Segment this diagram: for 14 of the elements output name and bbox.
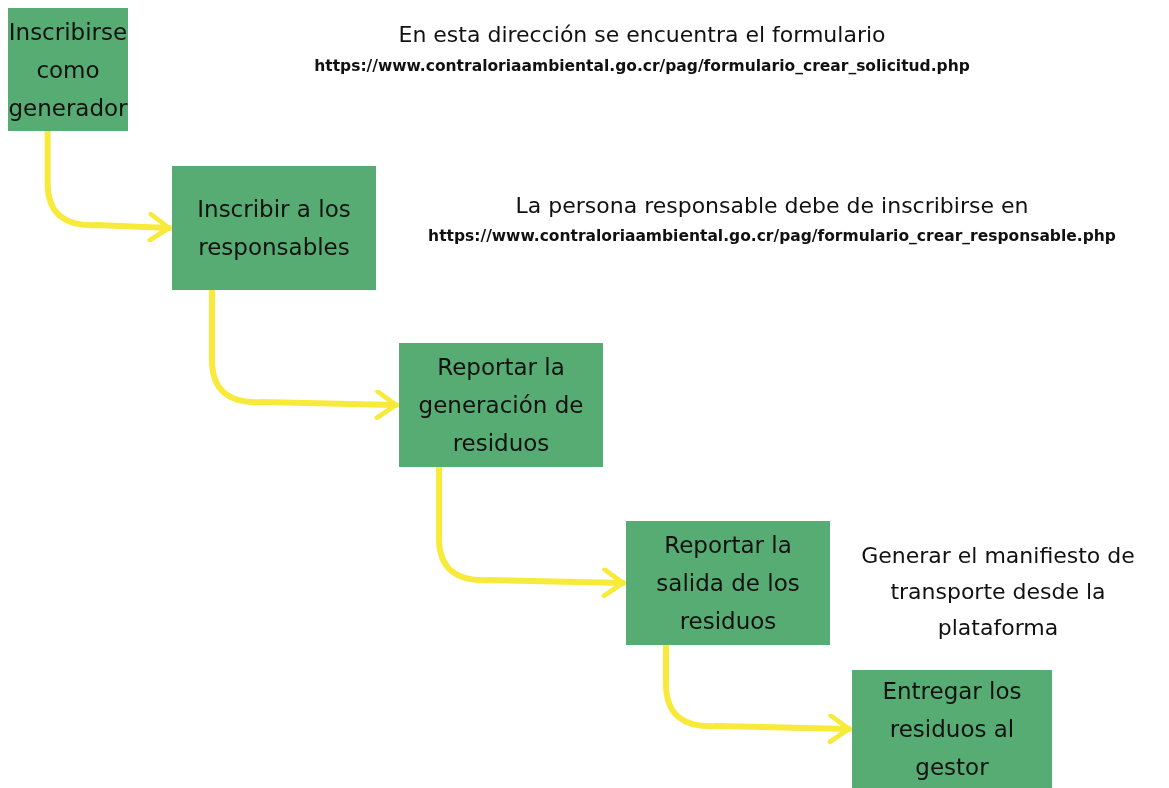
process-box — [399, 343, 603, 467]
process-box — [626, 521, 830, 645]
process-box — [852, 670, 1052, 788]
note-text: En esta dirección se encuentra el formulario — [398, 22, 886, 47]
note-text: Generar el manifiesto de transporte desde la plataforma — [860, 542, 1136, 642]
step-text: Reportar la salida de los residuos — [655, 531, 801, 636]
step-text: Entregar los residuos al gestor — [881, 677, 1023, 782]
step-text: Reportar la generación de residuos — [417, 353, 585, 458]
url-link: https://www.contraloriaambiental.go.cr/pag/formulario_crear_responsable.php — [428, 227, 1116, 245]
note-text: La persona responsable debe de inscribirse en — [515, 193, 1029, 218]
step-text: Inscribirse como generador — [8, 17, 128, 123]
step-text: Inscribir a los responsables — [196, 195, 352, 262]
process-box — [172, 166, 376, 290]
url-link: https://www.contraloriaambiental.go.cr/pag/formulario_crear_solicitud.php — [314, 57, 970, 75]
